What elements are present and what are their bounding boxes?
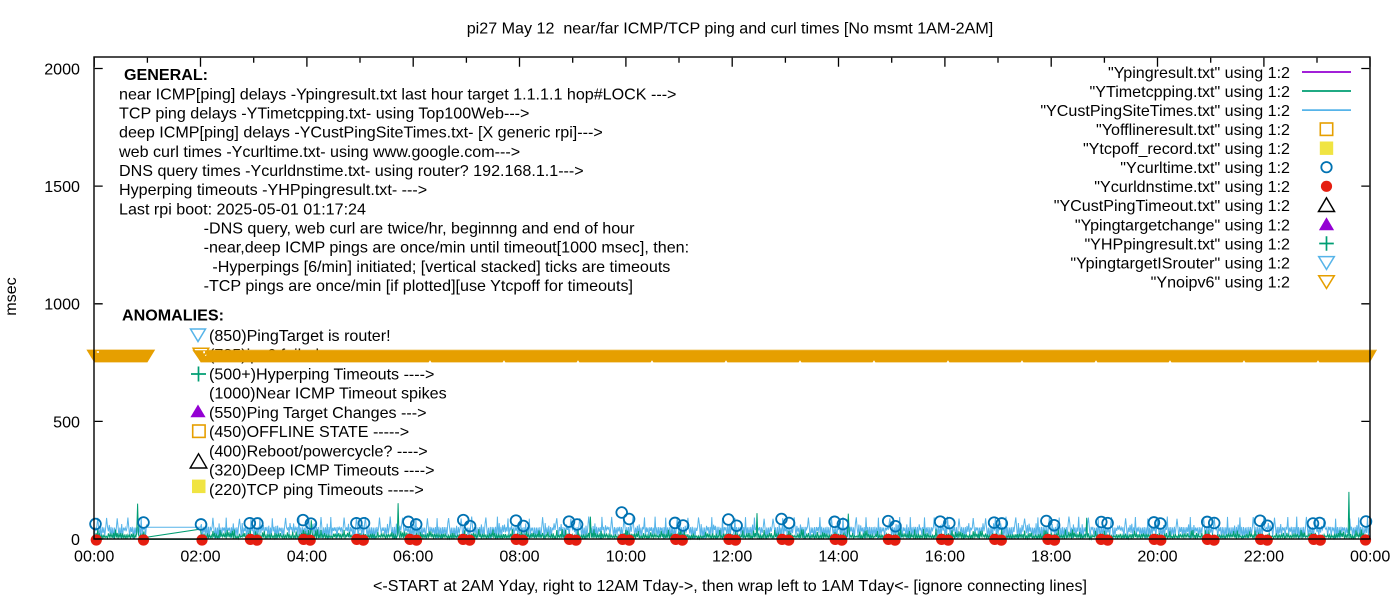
svg-text:web curl times -Ycurltime.txt-: web curl times -Ycurltime.txt- using www… [118,143,520,161]
svg-text:1000: 1000 [44,296,80,314]
svg-text:22:00: 22:00 [1244,548,1284,566]
svg-text:"Ynoipv6" using 1:2: "Ynoipv6" using 1:2 [1151,273,1290,291]
svg-text:ANOMALIES:: ANOMALIES: [122,307,224,325]
svg-text:18:00: 18:00 [1031,548,1071,566]
svg-text:"Ycurltime.txt" using 1:2: "Ycurltime.txt" using 1:2 [1120,159,1290,177]
svg-text:"YCustPingTimeout.txt" using 1: "YCustPingTimeout.txt" using 1:2 [1054,197,1290,215]
svg-text:-Hyperpings [6/min] initiated;: -Hyperpings [6/min] initiated; [vertical… [212,258,670,276]
svg-text:500: 500 [53,413,80,431]
svg-text:04:00: 04:00 [287,548,327,566]
svg-text:"Ycurldnstime.txt" using 1:2: "Ycurldnstime.txt" using 1:2 [1094,178,1290,196]
svg-text:00:00: 00:00 [74,548,114,566]
svg-text:-TCP pings are once/min [if pl: -TCP pings are once/min [if plotted][use… [204,277,633,295]
svg-text:(1000)Near ICMP Timeout spikes: (1000)Near ICMP Timeout spikes [209,385,447,403]
svg-text:"Yofflineresult.txt" using 1:2: "Yofflineresult.txt" using 1:2 [1096,121,1290,139]
svg-text:08:00: 08:00 [499,548,539,566]
svg-text:Hyperping timeouts -YHPpingres: Hyperping timeouts -YHPpingresult.txt- -… [119,181,427,199]
svg-text:"YpingtargetISrouter" using 1:: "YpingtargetISrouter" using 1:2 [1070,254,1290,272]
svg-text:14:00: 14:00 [818,548,858,566]
svg-text:"YTimetcpping.txt" using 1:2: "YTimetcpping.txt" using 1:2 [1090,83,1291,101]
svg-text:2000: 2000 [44,60,80,78]
svg-text:02:00: 02:00 [180,548,220,566]
svg-text:06:00: 06:00 [393,548,433,566]
svg-text:1500: 1500 [44,178,80,196]
svg-text:<-START at 2AM Yday, right to: <-START at 2AM Yday, right to 12AM Tday-… [373,577,1087,595]
svg-text:16:00: 16:00 [925,548,965,566]
svg-text:-near,deep ICMP pings are once: -near,deep ICMP pings are once/min until… [204,239,689,257]
svg-text:deep ICMP[ping] delays -YCustP: deep ICMP[ping] delays -YCustPingSiteTim… [119,124,603,142]
svg-text:(320)Deep ICMP Timeouts ---->: (320)Deep ICMP Timeouts ----> [209,462,435,480]
svg-text:(550)Ping Target Changes --->: (550)Ping Target Changes ---> [209,404,427,422]
svg-text:msec: msec [2,277,20,315]
svg-text:10:00: 10:00 [606,548,646,566]
svg-text:20:00: 20:00 [1137,548,1177,566]
svg-text:00:00: 00:00 [1350,548,1390,566]
svg-text:12:00: 12:00 [712,548,752,566]
svg-text:"Ypingtargetchange" using 1:2: "Ypingtargetchange" using 1:2 [1075,216,1290,234]
svg-text:pi27 May 12 near/far ICMP/TCP: pi27 May 12 near/far ICMP/TCP ping and c… [467,20,994,38]
svg-text:Last rpi boot: 2025-05-01 01:1: Last rpi boot: 2025-05-01 01:17:24 [119,200,366,218]
svg-text:(500+)Hyperping Timeouts ---->: (500+)Hyperping Timeouts ----> [209,365,434,383]
svg-text:(450)OFFLINE STATE ----->: (450)OFFLINE STATE -----> [209,423,409,441]
svg-text:(850)PingTarget is router!: (850)PingTarget is router! [209,327,391,345]
svg-text:TCP ping delays -YTimetcpping.: TCP ping delays -YTimetcpping.txt- using… [119,105,529,123]
svg-text:"YHPpingresult.txt" using 1:2: "YHPpingresult.txt" using 1:2 [1084,235,1290,253]
svg-text:"Ytcpoff_record.txt" using 1:2: "Ytcpoff_record.txt" using 1:2 [1083,140,1290,158]
svg-text:"YCustPingSiteTimes.txt" using: "YCustPingSiteTimes.txt" using 1:2 [1040,102,1290,120]
svg-text:"Ypingresult.txt" using 1:2: "Ypingresult.txt" using 1:2 [1108,64,1290,82]
svg-text:DNS query times -Ycurldnstime.: DNS query times -Ycurldnstime.txt- using… [119,162,584,180]
svg-text:(220)TCP ping Timeouts ----->: (220)TCP ping Timeouts -----> [209,481,424,499]
svg-text:0: 0 [71,531,80,549]
svg-text:-DNS query, web curl are twice: -DNS query, web curl are twice/hr, begin… [204,220,636,238]
svg-text:GENERAL:: GENERAL: [124,66,208,84]
svg-text:(400)Reboot/powercycle? ---->: (400)Reboot/powercycle? ----> [209,442,428,460]
svg-text:near ICMP[ping] delays -Ypingr: near ICMP[ping] delays -Ypingresult.txt … [119,85,676,103]
